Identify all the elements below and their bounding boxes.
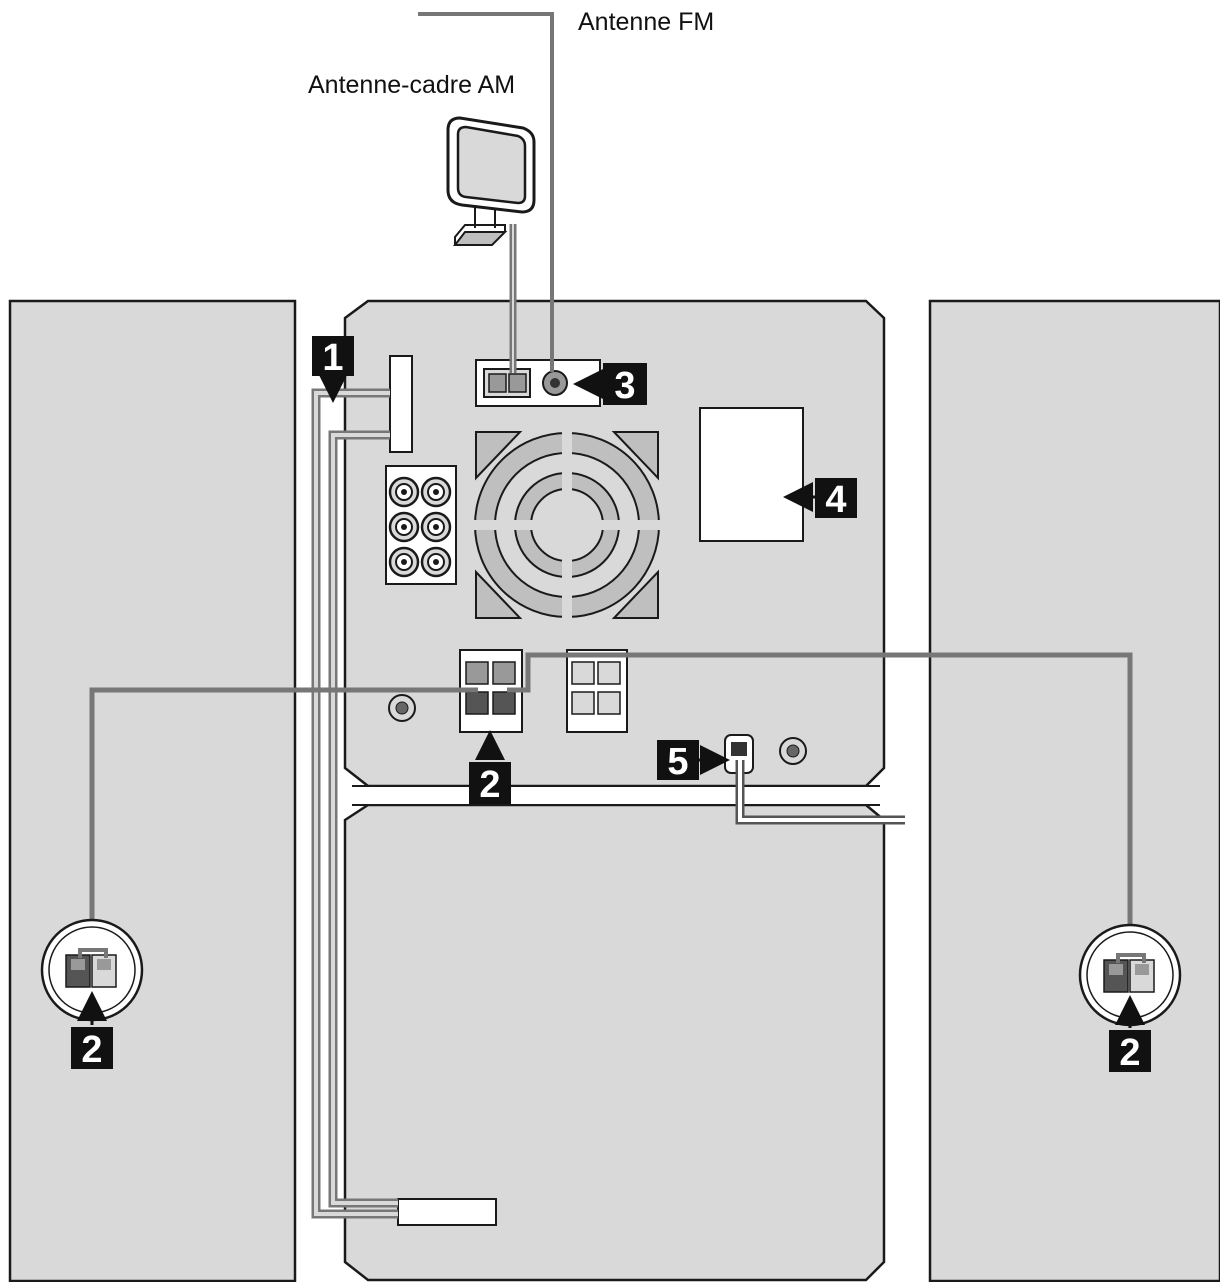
unit-separator (360, 786, 880, 805)
svg-text:3: 3 (614, 365, 635, 407)
am-antenna-label: Antenne-cadre AM (308, 71, 515, 99)
rca-jack-panel (385, 465, 457, 585)
am-loop-antenna-icon (446, 116, 536, 246)
remote-terminal-strip (389, 355, 413, 453)
rating-label-area (699, 407, 804, 542)
callout-2-center: 2 (469, 730, 511, 806)
svg-text:5: 5 (667, 741, 688, 783)
jack-icon (388, 694, 416, 722)
speaker-terminal-surround (566, 649, 628, 733)
callout-1: 1 (312, 336, 354, 403)
fan-grille (472, 430, 662, 620)
lower-unit-terminal (397, 1198, 497, 1226)
antenna-terminal (475, 359, 601, 407)
svg-text:2: 2 (1119, 1032, 1140, 1074)
right-speaker (928, 299, 1220, 1282)
callout-2-left: 2 (71, 991, 113, 1071)
svg-text:4: 4 (825, 479, 846, 521)
ac-power-inlet (724, 734, 754, 774)
callout-2-right: 2 (1109, 995, 1151, 1074)
callout-3: 3 (573, 363, 647, 407)
left-speaker (8, 299, 297, 1282)
right-speaker-terminal (1078, 923, 1182, 1027)
left-speaker-cable (89, 687, 478, 950)
svg-text:2: 2 (479, 764, 500, 806)
right-speaker-cable (507, 652, 1133, 950)
callout-4: 4 (783, 478, 857, 521)
svg-text:1: 1 (322, 337, 343, 379)
left-speaker-terminal (40, 918, 144, 1022)
fm-antenna-label: Antenne FM (578, 8, 714, 36)
jack-icon (779, 737, 807, 765)
callout-5: 5 (657, 740, 730, 783)
svg-text:2: 2 (81, 1029, 102, 1071)
main-unit-lower (343, 803, 886, 1282)
fm-antenna-wire (418, 12, 554, 372)
